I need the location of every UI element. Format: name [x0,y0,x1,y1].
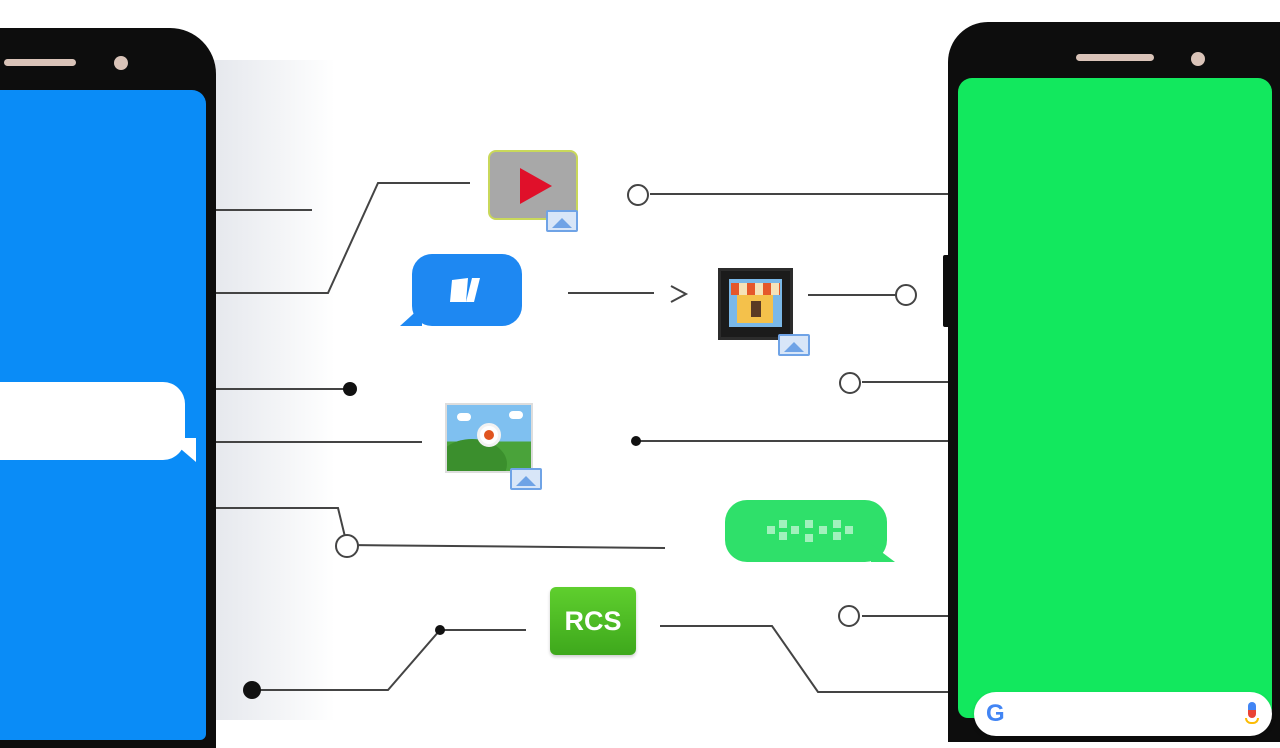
power-button [209,252,216,342]
play-video-icon [488,150,578,220]
document-icon [450,278,480,302]
message-bubble-tail [168,438,196,462]
connector-lines [216,182,948,699]
image-icon [510,468,542,490]
chat-bubble-icon [400,254,522,326]
speaker-grille [1076,54,1154,61]
microphone-icon[interactable] [1245,702,1259,724]
image-icon [778,334,810,356]
play-icon [520,168,552,204]
right-phone-screen: G [958,78,1272,736]
google-search-bar[interactable]: G [974,692,1272,736]
front-camera [114,56,128,70]
rcs-label: RCS [564,606,622,636]
storefront-image-icon [718,268,793,340]
speaker-grille [4,59,76,66]
rcs-badge: RCS [550,587,636,655]
message-bubble [0,382,185,460]
volume-button [209,170,216,222]
google-logo-icon: G [986,700,1005,727]
front-camera [1191,52,1205,66]
typing-bubble-icon [725,500,895,562]
image-icon [546,210,578,232]
right-phone: G [948,22,1280,742]
landscape-image-icon [445,403,533,473]
side-button [943,255,950,327]
